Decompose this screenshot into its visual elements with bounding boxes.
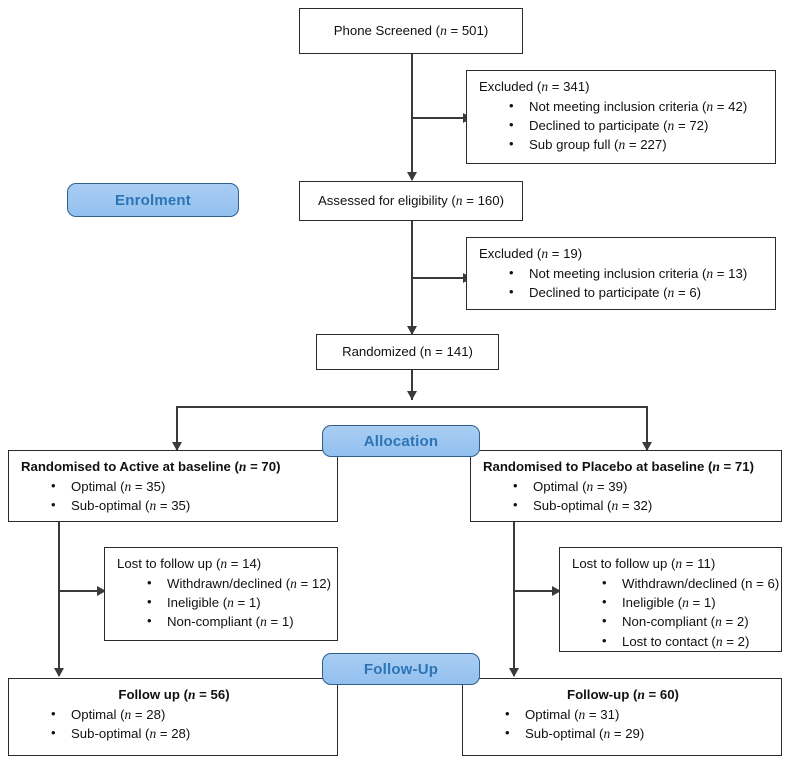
list-item: Not meeting inclusion criteria (n = 42) xyxy=(509,97,765,116)
list-item: Ineligible (n = 1) xyxy=(147,593,327,612)
node-excluded-1-title: Excluded (n = 341) xyxy=(479,79,590,94)
arrowhead-randomized-down xyxy=(406,391,417,400)
connector-to-excluded-2 xyxy=(411,277,466,279)
node-lost-placebo-title: Lost to follow up (n = 11) xyxy=(572,556,716,571)
node-assessed-for-eligibility: Assessed for eligibility (n = 160) xyxy=(299,181,523,221)
arrowhead-alloc-active xyxy=(171,442,182,451)
list-item: Withdrawn/declined (n = 6) xyxy=(602,574,779,593)
list-item: Sub-optimal (n = 29) xyxy=(505,724,771,743)
connector-to-lost-active xyxy=(58,590,100,592)
list-item: Sub-optimal (n = 32) xyxy=(513,496,771,515)
connector-to-lost-placebo xyxy=(513,590,555,592)
node-lost-active-list: Withdrawn/declined (n = 12) Ineligible (… xyxy=(117,574,331,631)
node-followup-active: Follow up (n = 56) Optimal (n = 28) Sub-… xyxy=(8,678,338,756)
connector-allocation-split xyxy=(176,406,647,408)
node-allocation-placebo-list: Optimal (n = 39) Sub-optimal (n = 32) xyxy=(483,477,771,515)
connector-split-left xyxy=(176,406,178,450)
connector-to-excluded-1 xyxy=(411,117,466,119)
arrowhead-randomized xyxy=(406,326,417,335)
list-item: Non-compliant (n = 2) xyxy=(602,612,771,631)
node-phone-screened: Phone Screened (n = 501) xyxy=(299,8,523,54)
node-allocation-active-list: Optimal (n = 35) Sub-optimal (n = 35) xyxy=(21,477,327,515)
node-phone-screened-title: Phone Screened (n = 501) xyxy=(333,23,489,39)
list-item: Declined to participate (n = 72) xyxy=(509,116,765,135)
list-item: Declined to participate (n = 6) xyxy=(509,283,765,302)
list-item: Non-compliant (n = 1) xyxy=(147,612,327,631)
list-item: Sub group full (n = 227) xyxy=(509,135,765,154)
node-lost-active-title: Lost to follow up (n = 14) xyxy=(117,556,262,571)
phase-label-allocation: Allocation xyxy=(322,425,480,457)
node-lost-placebo-list: Withdrawn/declined (n = 6) Ineligible (n… xyxy=(572,574,779,651)
arrowhead-assessed xyxy=(406,172,417,181)
node-allocation-active-title: Randomised to Active at baseline (n = 70… xyxy=(21,459,281,474)
phase-label-enrolment-text: Enrolment xyxy=(115,191,191,209)
node-excluded-1-list: Not meeting inclusion criteria (n = 42) … xyxy=(479,97,765,154)
node-excluded-2-title: Excluded (n = 19) xyxy=(479,246,583,261)
node-allocation-active: Randomised to Active at baseline (n = 70… xyxy=(8,450,338,522)
node-followup-active-list: Optimal (n = 28) Sub-optimal (n = 28) xyxy=(21,705,327,743)
list-item: Optimal (n = 39) xyxy=(513,477,771,496)
node-lost-placebo: Lost to follow up (n = 11) Withdrawn/dec… xyxy=(559,547,782,652)
node-followup-placebo-title: Follow-up (n = 60) xyxy=(567,687,679,702)
connector-placebo-to-followup xyxy=(513,522,515,676)
node-lost-active: Lost to follow up (n = 14) Withdrawn/dec… xyxy=(104,547,338,641)
list-item: Ineligible (n = 1) xyxy=(602,593,771,612)
arrowhead-lost-active xyxy=(97,585,106,596)
node-allocation-placebo: Randomised to Placebo at baseline (n = 7… xyxy=(470,450,782,522)
list-item: Lost to contact (n = 2) xyxy=(602,632,771,651)
node-followup-placebo: Follow-up (n = 60) Optimal (n = 31) Sub-… xyxy=(462,678,782,756)
node-excluded-1: Excluded (n = 341) Not meeting inclusion… xyxy=(466,70,776,164)
connector-active-to-followup xyxy=(58,522,60,676)
connector-randomized-down xyxy=(411,370,413,400)
node-randomized: Randomized (n = 141) xyxy=(316,334,499,370)
node-followup-placebo-list: Optimal (n = 31) Sub-optimal (n = 29) xyxy=(475,705,771,743)
phase-label-enrolment: Enrolment xyxy=(67,183,239,217)
node-allocation-placebo-title: Randomised to Placebo at baseline (n = 7… xyxy=(483,459,754,474)
node-excluded-2-list: Not meeting inclusion criteria (n = 13) … xyxy=(479,264,765,302)
phase-label-followup-text: Follow-Up xyxy=(363,660,439,678)
connector-split-right xyxy=(646,406,648,450)
arrowhead-alloc-placebo xyxy=(641,442,652,451)
list-item: Optimal (n = 31) xyxy=(505,705,771,724)
list-item: Withdrawn/declined (n = 12) xyxy=(147,574,331,593)
phase-label-followup: Follow-Up xyxy=(322,653,480,685)
node-randomized-title: Randomized (n = 141) xyxy=(342,344,473,360)
list-item: Optimal (n = 28) xyxy=(51,705,327,724)
list-item: Sub-optimal (n = 28) xyxy=(51,724,327,743)
node-excluded-2: Excluded (n = 19) Not meeting inclusion … xyxy=(466,237,776,310)
arrowhead-follow-active xyxy=(53,668,64,677)
arrowhead-follow-placebo xyxy=(508,668,519,677)
list-item: Not meeting inclusion criteria (n = 13) xyxy=(509,264,765,283)
phase-label-allocation-text: Allocation xyxy=(363,432,439,450)
node-assessed-title: Assessed for eligibility (n = 160) xyxy=(318,193,504,209)
node-followup-active-title: Follow up (n = 56) xyxy=(118,687,230,702)
list-item: Sub-optimal (n = 35) xyxy=(51,496,327,515)
list-item: Optimal (n = 35) xyxy=(51,477,327,496)
arrowhead-lost-placebo xyxy=(552,585,561,596)
